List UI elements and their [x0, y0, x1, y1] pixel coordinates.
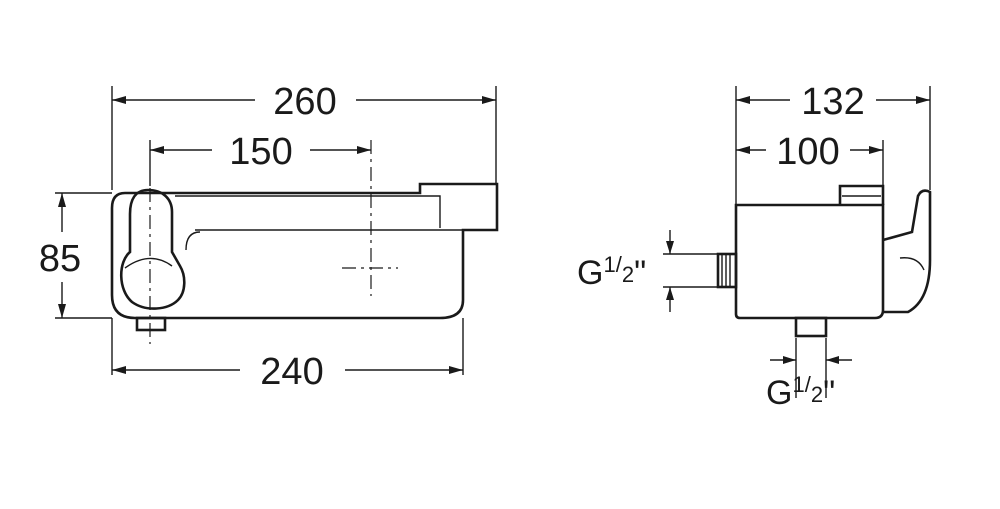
dimension-label-bottom-width: 240	[260, 351, 323, 393]
handle-lever	[119, 188, 186, 310]
dimension-label-spout-offset: 150	[229, 131, 292, 173]
inlet-thread-label: G1/2"	[577, 252, 646, 292]
dimension-label-overall-width: 260	[273, 81, 336, 123]
dimension-label-height: 85	[39, 238, 81, 280]
mixer-body	[110, 182, 499, 320]
dimension-240: 240	[112, 351, 463, 393]
dimension-inlet-thread: G1/2"	[577, 230, 674, 312]
top-cap	[838, 184, 885, 205]
handle-lever-side	[882, 189, 932, 314]
front-view: 260 150 85 240	[39, 81, 499, 393]
dimension-label-overall-depth: 132	[801, 81, 864, 123]
side-view: 132 100 G1/2" G1/2"	[577, 81, 932, 412]
dimension-85: 85	[39, 193, 81, 318]
outlet-thread-label: G1/2"	[766, 372, 835, 412]
handle-detail	[899, 257, 925, 271]
dimension-100: 100	[736, 131, 883, 173]
spout-bore	[185, 231, 201, 251]
dimension-outlet-thread: G1/2"	[766, 356, 852, 412]
dimension-label-body-depth: 100	[776, 131, 839, 173]
dimension-150: 150	[150, 131, 371, 173]
outlet-connector	[794, 316, 828, 338]
outlet-nozzle	[135, 316, 167, 332]
dimension-260: 260	[112, 81, 496, 123]
mixer-body-side	[734, 203, 885, 320]
spout-top-edge	[175, 195, 441, 228]
inlet-connector	[716, 252, 738, 289]
dimension-132: 132	[736, 81, 930, 123]
handle-dial-arc	[124, 257, 173, 269]
